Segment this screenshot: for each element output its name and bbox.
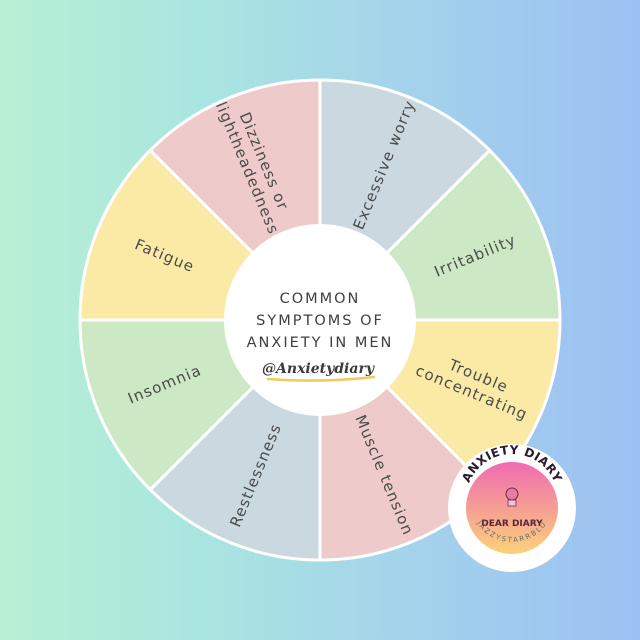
center-circle	[224, 224, 416, 416]
center-title-line-2: SYMPTOMS OF	[256, 313, 384, 329]
anxiety-diary-badge: ANXIETY DIARY DEAR DIARY JAZZYSTARRBLU	[448, 443, 576, 572]
badge-subtitle: DEAR DIARY	[481, 519, 543, 529]
badge-inner-circle	[466, 462, 558, 554]
handle-underline	[266, 375, 376, 382]
diary-book-icon	[505, 487, 519, 507]
center-title-line-1: COMMON	[280, 291, 361, 307]
center-title-line-3: ANXIETY IN MEN	[247, 335, 394, 351]
center-title: COMMON SYMPTOMS OF ANXIETY IN MEN	[247, 291, 394, 351]
center-handle: @Anxietydiary	[262, 361, 375, 377]
